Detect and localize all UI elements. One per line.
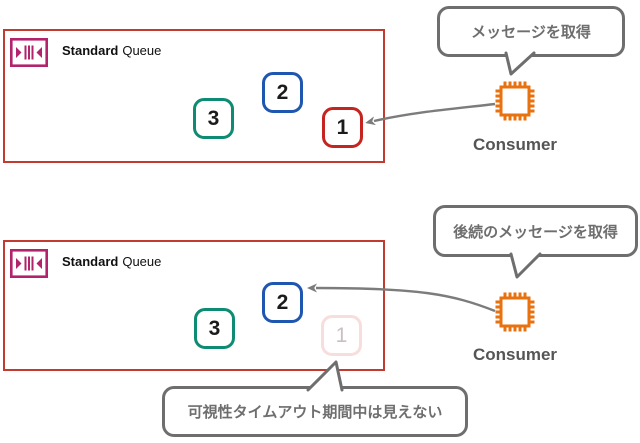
message-box-1: 1 [322, 107, 363, 148]
message-number: 1 [336, 115, 349, 139]
message-box-3: 3 [193, 98, 234, 139]
consumer-label: Consumer [472, 345, 558, 364]
consumer-chip-icon [495, 292, 535, 332]
message-box-3: 3 [194, 308, 235, 349]
sqs-queue-icon [10, 249, 48, 278]
message-number: 2 [276, 80, 289, 104]
speech-bubble-text: 後続のメッセージを取得 [453, 223, 618, 241]
standard-queue-box-top [3, 29, 385, 163]
arrow-consumer-to-message-1 [365, 102, 496, 126]
message-box-1-faded: 1 [321, 315, 362, 356]
bubble-tail [509, 252, 542, 279]
message-number: 1 [335, 323, 348, 347]
speech-bubble-text: メッセージを取得 [471, 24, 591, 41]
message-box-2: 2 [262, 282, 303, 323]
sqs-queue-icon [10, 38, 48, 67]
consumer-chip-icon [495, 81, 535, 121]
queue-label-bold: Standard [62, 43, 119, 58]
queue-label-regular: Queue [122, 254, 162, 269]
note-bubble-text: 可視性タイムアウト期間中は見えない [187, 404, 443, 421]
message-number: 2 [276, 290, 289, 314]
queue-label-bold: Standard [62, 254, 119, 269]
speech-bubble-fetch-next-message: 後続のメッセージを取得 [433, 205, 638, 257]
note-bubble-visibility-timeout: 可視性タイムアウト期間中は見えない [162, 386, 468, 437]
speech-bubble-fetch-message: メッセージを取得 [437, 6, 625, 57]
queue-label-regular: Queue [122, 43, 162, 58]
message-box-2: 2 [262, 72, 303, 113]
message-number: 3 [207, 106, 220, 130]
consumer-label: Consumer [472, 135, 558, 154]
message-number: 3 [208, 316, 221, 340]
